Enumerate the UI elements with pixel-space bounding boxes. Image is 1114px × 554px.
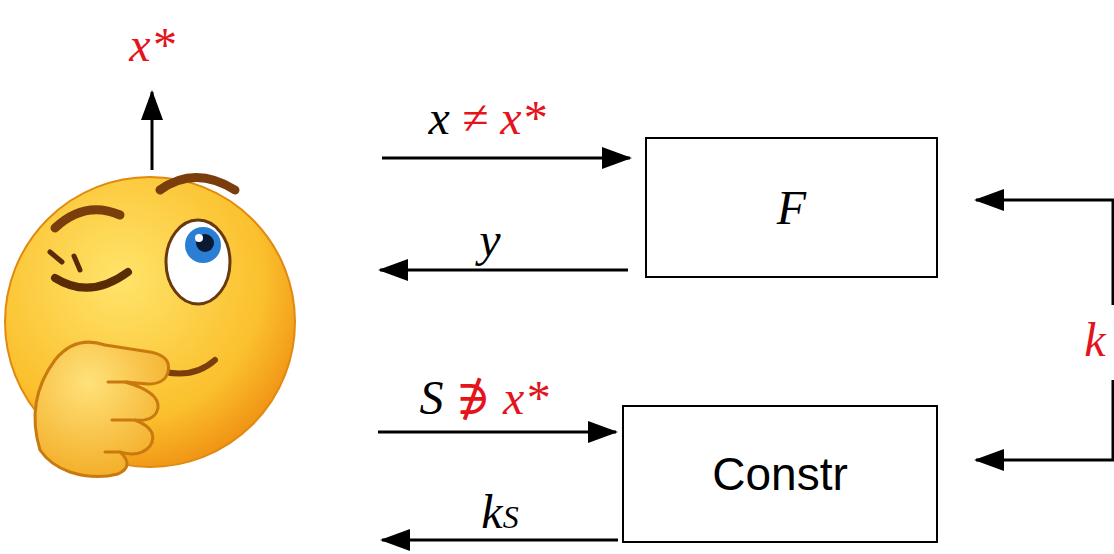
- pupil: [196, 234, 214, 252]
- hand: [35, 342, 169, 476]
- output-arrow: [151, 92, 154, 170]
- key-wire: [976, 200, 1113, 305]
- box-label: F: [777, 180, 806, 235]
- query-arrow: [378, 431, 616, 434]
- box-label: Constr: [712, 447, 847, 501]
- answer-label: kS: [479, 488, 520, 536]
- constrain-box: Constr: [622, 405, 938, 543]
- answer-arrow: [380, 269, 628, 272]
- eyelash: [50, 252, 80, 270]
- open-eye: [166, 220, 230, 304]
- eye-highlight: [195, 234, 203, 242]
- query-label: x ≠ x*: [427, 94, 548, 142]
- finger-lines: [105, 382, 135, 452]
- eyebrow: [160, 178, 235, 191]
- key-wire: [976, 380, 1113, 460]
- function-box: F: [645, 137, 938, 278]
- winking-emoji: [5, 177, 295, 477]
- answer-arrow: [382, 539, 618, 542]
- closed-eye: [55, 272, 128, 288]
- mouth: [165, 360, 215, 374]
- answer-label: y: [477, 216, 502, 264]
- key-label: k: [1082, 316, 1107, 364]
- query-label: S ∌ x*: [418, 374, 551, 422]
- eyebrow: [55, 210, 120, 228]
- query-arrow: [382, 157, 630, 160]
- iris: [185, 227, 221, 263]
- output-label: x*: [127, 21, 176, 69]
